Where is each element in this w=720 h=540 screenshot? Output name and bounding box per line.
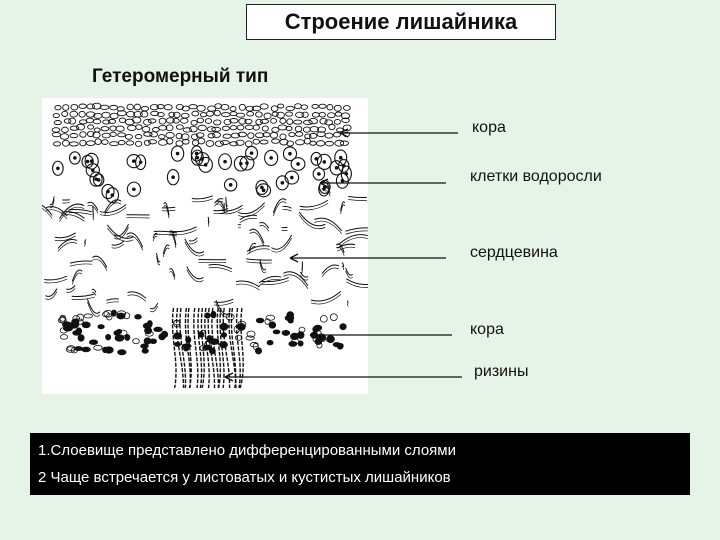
lichen-drawing-svg <box>24 102 372 389</box>
diagram-subtitle: Гетеромерный тип <box>92 66 269 87</box>
lichen-cross-section-illustration <box>24 98 372 394</box>
label-medulla: сердцевина <box>470 244 558 261</box>
page-title-text: Строение лишайника <box>284 9 518 34</box>
note-line-1: 1.Слоевище представлено дифференцированн… <box>38 442 456 459</box>
label-cortex-upper: кора <box>472 119 506 136</box>
page-title: Строение лишайника <box>246 4 556 40</box>
label-algae-cells: клетки водоросли <box>470 168 602 185</box>
upper-cortex-layer <box>51 102 352 148</box>
rhizines-layer <box>171 307 244 389</box>
note-line-2: 2 Чаще встречается у листоватых и кустис… <box>38 469 451 486</box>
label-rhizines: ризины <box>474 363 529 380</box>
label-cortex-lower: кора <box>470 321 504 338</box>
medulla-layer <box>24 187 372 318</box>
notes-box: 1.Слоевище представлено дифференцированн… <box>30 433 690 495</box>
algae-layer <box>52 145 352 204</box>
